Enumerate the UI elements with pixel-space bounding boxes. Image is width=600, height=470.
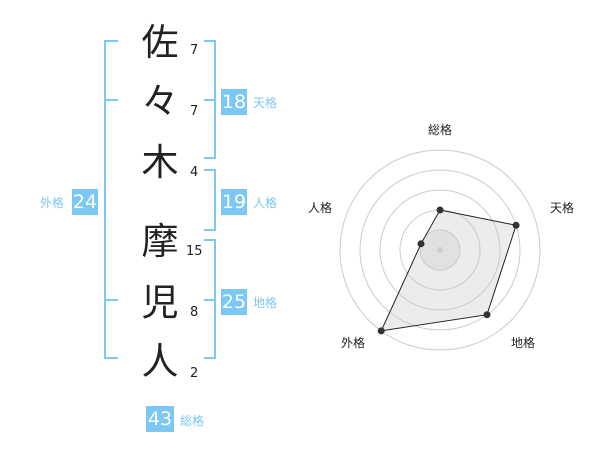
- radar-axis-label-tenkaku: 天格: [550, 201, 575, 215]
- chikaku-label: 地格: [253, 296, 278, 310]
- radar-axis-label-chikaku: 地格: [511, 336, 536, 350]
- radar-grid-ring: [359, 169, 521, 331]
- radar-axis-label-jinkaku: 人格: [308, 201, 333, 215]
- name-char-1: 佐: [141, 21, 179, 64]
- stroke-count-3: 4: [190, 165, 199, 180]
- stroke-count-6: 2: [190, 366, 199, 381]
- radar-point-4: [417, 240, 425, 248]
- gaikaku-bracket: [104, 40, 118, 359]
- jinkaku-value: 19: [221, 189, 247, 215]
- stroke-count-5: 8: [190, 305, 199, 320]
- chikaku-value: 25: [221, 289, 247, 315]
- radar-center-dot: [437, 247, 443, 253]
- name-char-6: 人: [141, 340, 179, 383]
- stroke-count-2: 7: [190, 104, 199, 119]
- name-char-4: 摩: [141, 220, 179, 263]
- radar-point-2: [483, 311, 491, 319]
- radar-series-polygon: [380, 209, 517, 332]
- stroke-count-4: 15: [186, 244, 203, 259]
- tenkaku-value: 18: [221, 89, 247, 115]
- gaikaku-value: 24: [72, 189, 98, 215]
- tenkaku-label: 天格: [253, 96, 278, 110]
- radar-grid-ring: [379, 189, 501, 311]
- radar-point-0: [436, 206, 444, 214]
- stroke-count-1: 7: [190, 43, 199, 58]
- name-char-3: 木: [141, 141, 179, 184]
- radar-axis-label-gaikaku: 外格: [341, 336, 366, 350]
- name-char-2: 々: [141, 80, 179, 123]
- radar-point-3: [377, 327, 385, 335]
- radar-axis-label-soukaku: 総格: [428, 123, 453, 137]
- soukaku-value: 43: [146, 406, 174, 432]
- radar-grid-ring: [339, 149, 541, 351]
- jinkaku-bracket: [204, 169, 216, 231]
- radar-point-1: [512, 221, 520, 229]
- gaikaku-label: 外格: [40, 196, 65, 210]
- soukaku-label: 総格: [180, 414, 205, 428]
- jinkaku-label: 人格: [253, 196, 278, 210]
- name-char-5: 児: [141, 281, 179, 324]
